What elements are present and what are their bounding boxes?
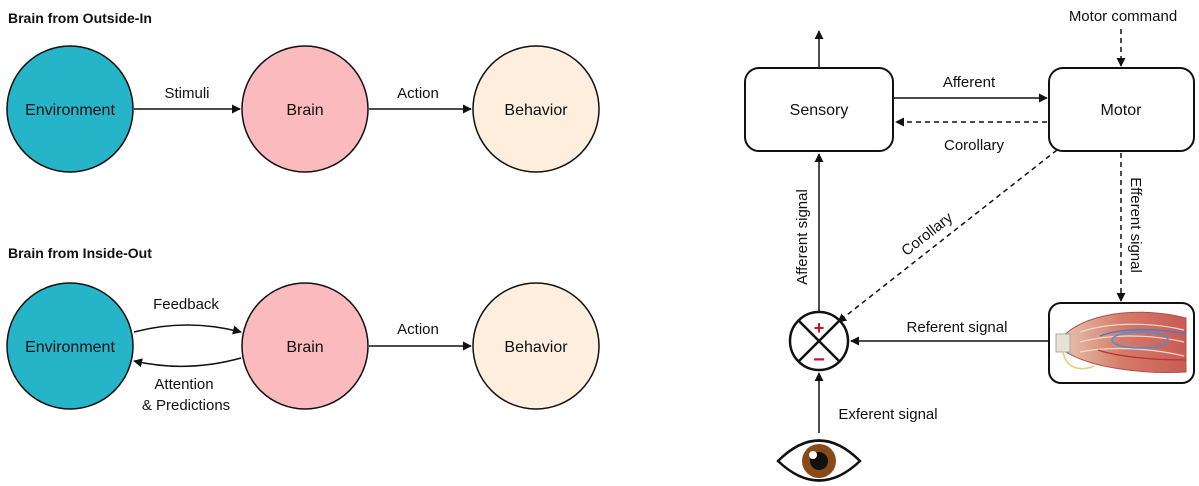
muscle-illustration-icon <box>1048 302 1195 384</box>
comparator-cross-icon <box>788 310 850 372</box>
action-label: Action <box>397 321 439 338</box>
attention-label-line2: & Predictions <box>142 397 230 414</box>
attention-arrow <box>133 357 242 368</box>
attention-label-line1: Attention <box>154 376 213 393</box>
brain-label: Brain <box>286 339 323 356</box>
outside-in-title: Brain from Outside-In <box>8 10 152 26</box>
referent-signal-label: Referent signal <box>907 319 1008 336</box>
afferent-signal-label: Afferent signal <box>794 189 811 285</box>
environment-label: Environment <box>25 102 115 119</box>
efferent-signal-label: Efferent signal <box>1127 177 1144 273</box>
exferent-signal-label: Exferent signal <box>838 406 937 423</box>
inside-out-diagram: Brain from Inside-Out Environment Brain … <box>6 245 600 414</box>
stimuli-label: Stimuli <box>164 85 209 102</box>
afferent-label: Afferent <box>943 74 996 91</box>
motor-label: Motor <box>1101 102 1143 119</box>
corollary-diagonal-arrow <box>837 149 1058 323</box>
minus-sign: − <box>813 349 825 371</box>
inside-out-title: Brain from Inside-Out <box>8 245 152 261</box>
behavior-label: Behavior <box>504 339 568 356</box>
sensory-box <box>744 67 894 152</box>
environment-node <box>6 282 134 410</box>
brain-label: Brain <box>286 102 323 119</box>
sensory-label: Sensory <box>790 102 849 119</box>
behavior-node <box>472 282 600 410</box>
eye-icon <box>776 439 862 482</box>
behavior-label: Behavior <box>504 102 568 119</box>
motor-box <box>1048 67 1195 152</box>
brain-node <box>241 282 369 410</box>
outside-in-diagram: Brain from Outside-In Environment Brain … <box>6 10 600 173</box>
corollary-label-top: Corollary <box>944 137 1005 154</box>
feedback-label: Feedback <box>153 296 219 313</box>
environment-node <box>6 45 134 173</box>
plus-sign: + <box>814 318 825 338</box>
motor-command-label: Motor command <box>1069 8 1177 25</box>
feedback-arrow <box>133 324 242 335</box>
brain-node <box>241 45 369 173</box>
environment-label: Environment <box>25 339 115 356</box>
behavior-node <box>472 45 600 173</box>
sensorimotor-diagram: Sensory Motor Motor command Afferent Cor… <box>744 8 1195 482</box>
action-label: Action <box>397 85 439 102</box>
